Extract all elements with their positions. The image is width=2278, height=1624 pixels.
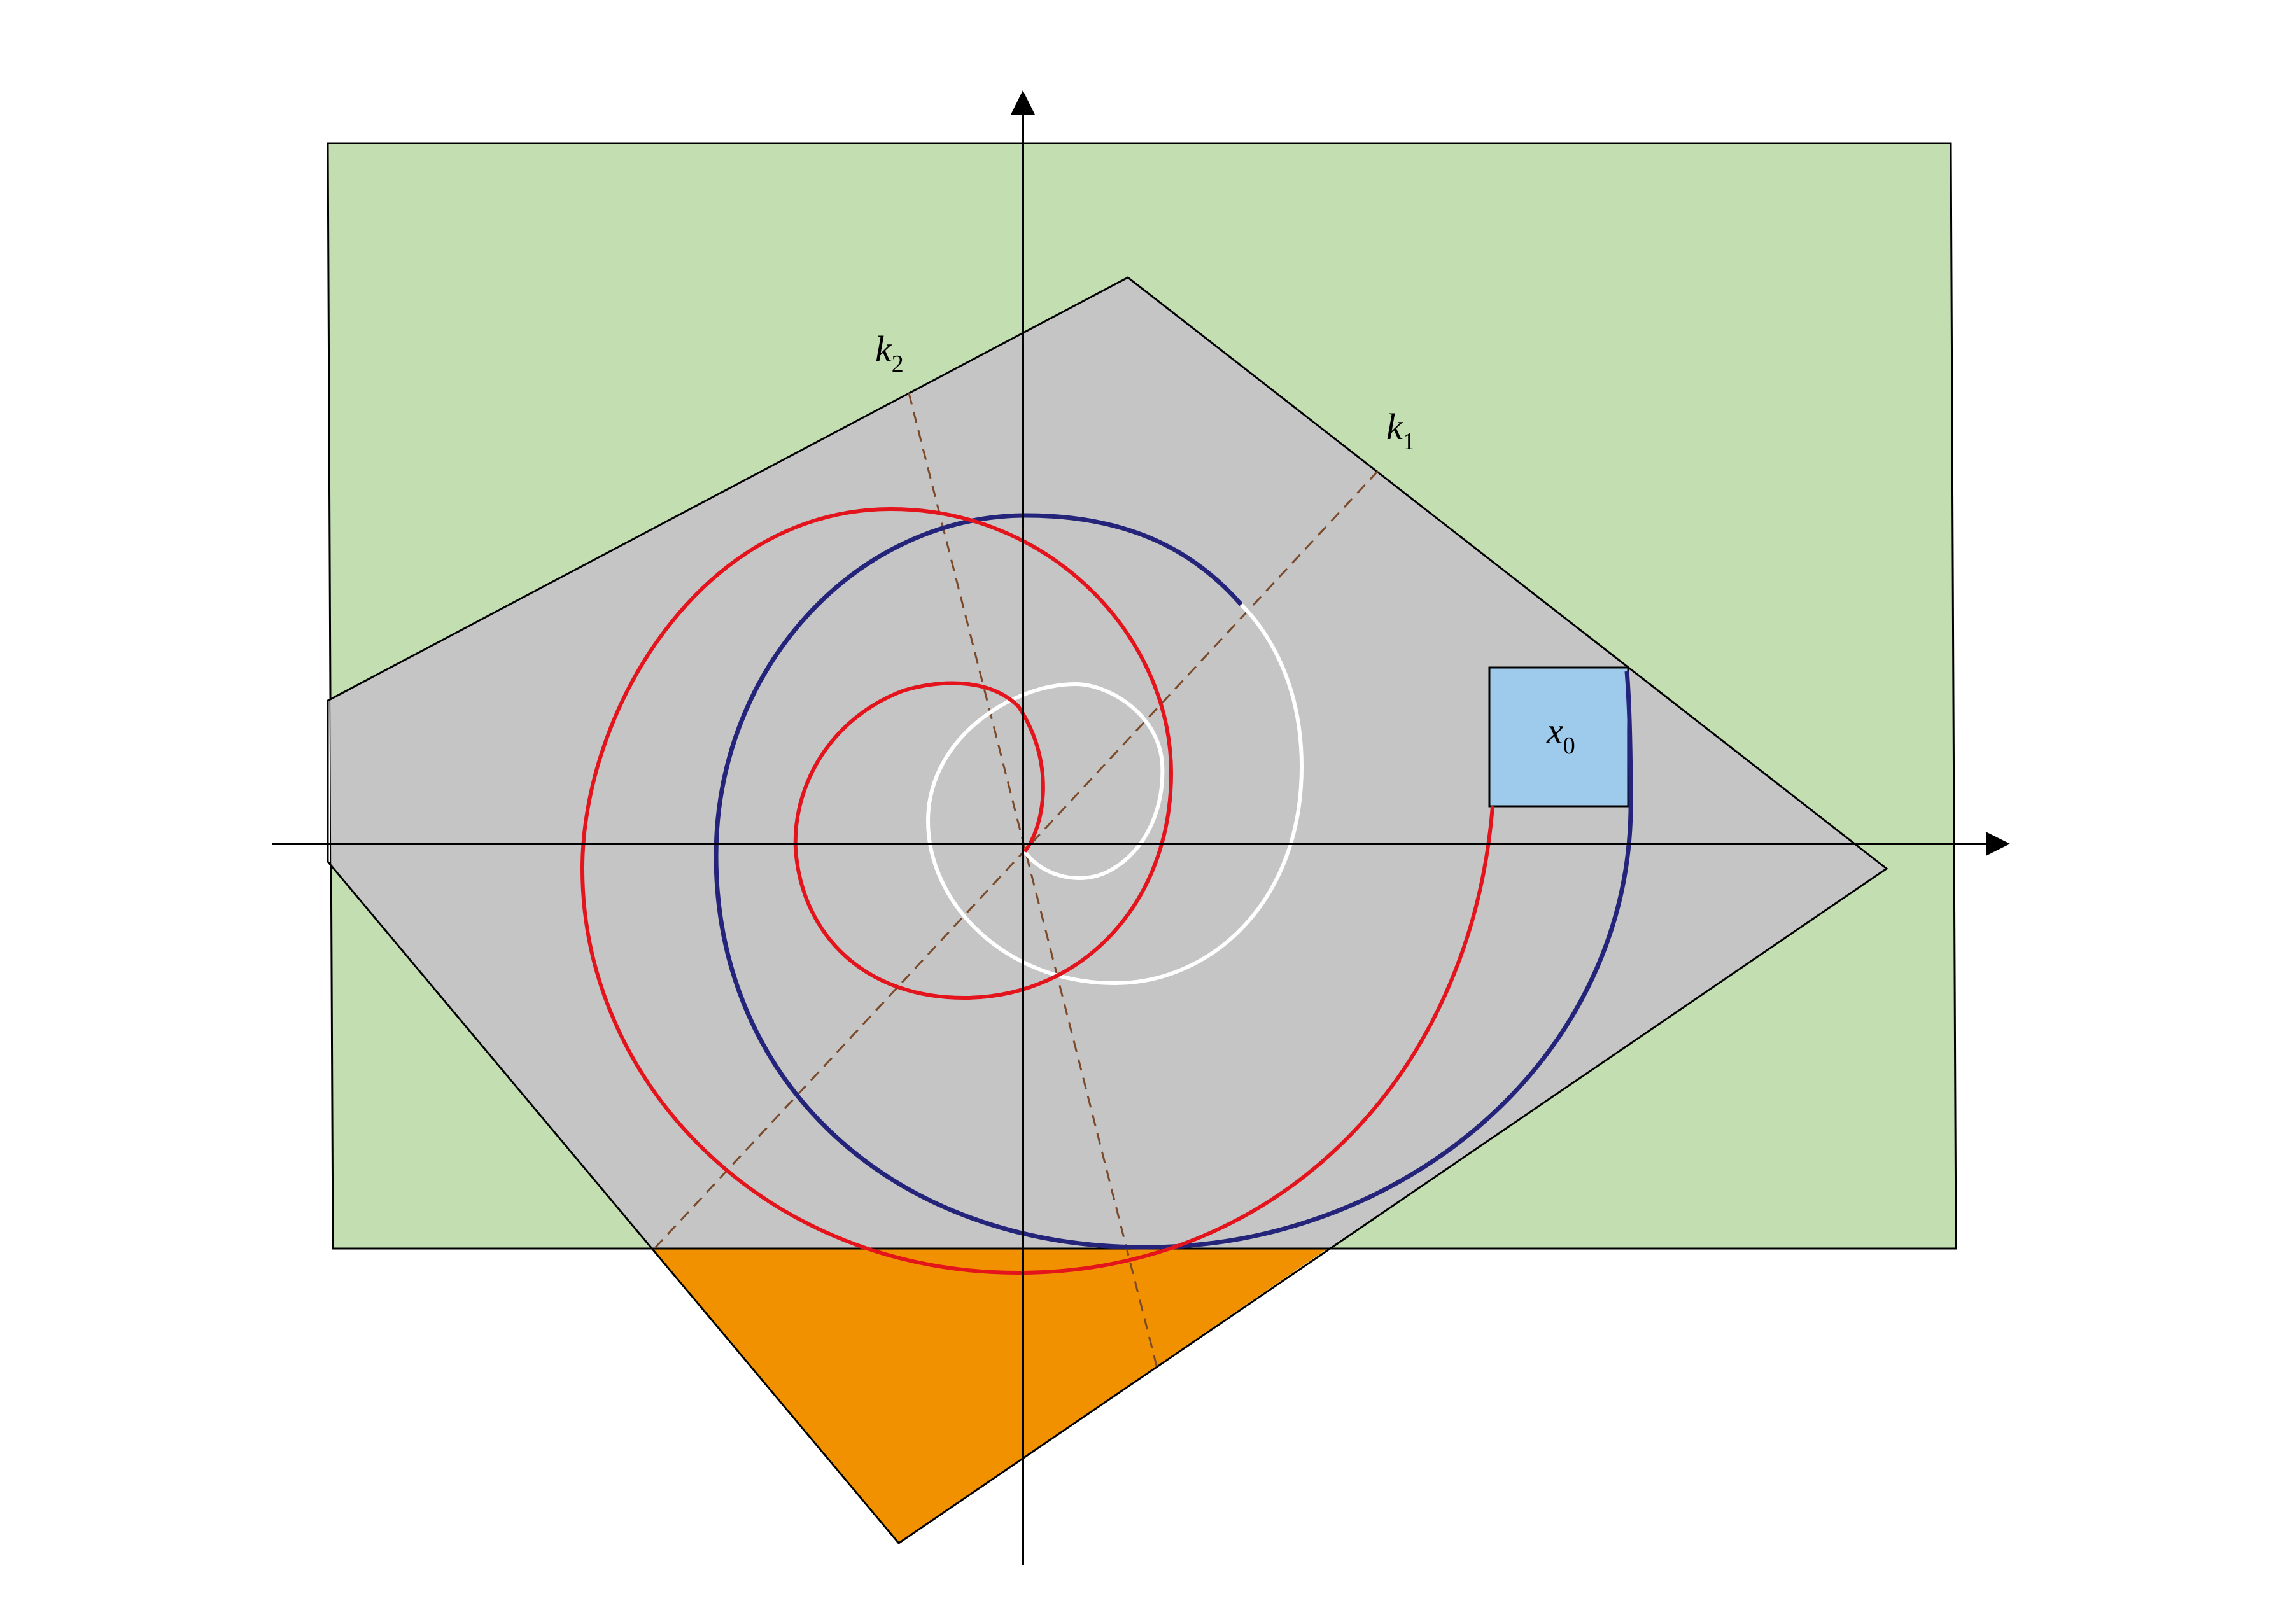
red-trajectory xyxy=(580,507,1494,1275)
target-box-x0 xyxy=(1488,666,1629,808)
label-k1: k1 xyxy=(1386,406,1415,455)
gray-region-outline xyxy=(327,276,1888,1545)
blue-trajectory xyxy=(714,513,1633,1250)
k2-dashed-line xyxy=(908,393,1158,1369)
k1-dashed-line xyxy=(654,470,1379,1249)
white-trajectory xyxy=(925,603,1304,986)
orange-region xyxy=(652,1249,1328,1543)
label-x0: x0 xyxy=(1546,710,1575,759)
label-k2: k2 xyxy=(875,328,904,377)
arrow-right-icon xyxy=(1986,832,2010,856)
gray-region xyxy=(328,277,1887,1249)
arrow-up-icon xyxy=(1011,90,1035,115)
